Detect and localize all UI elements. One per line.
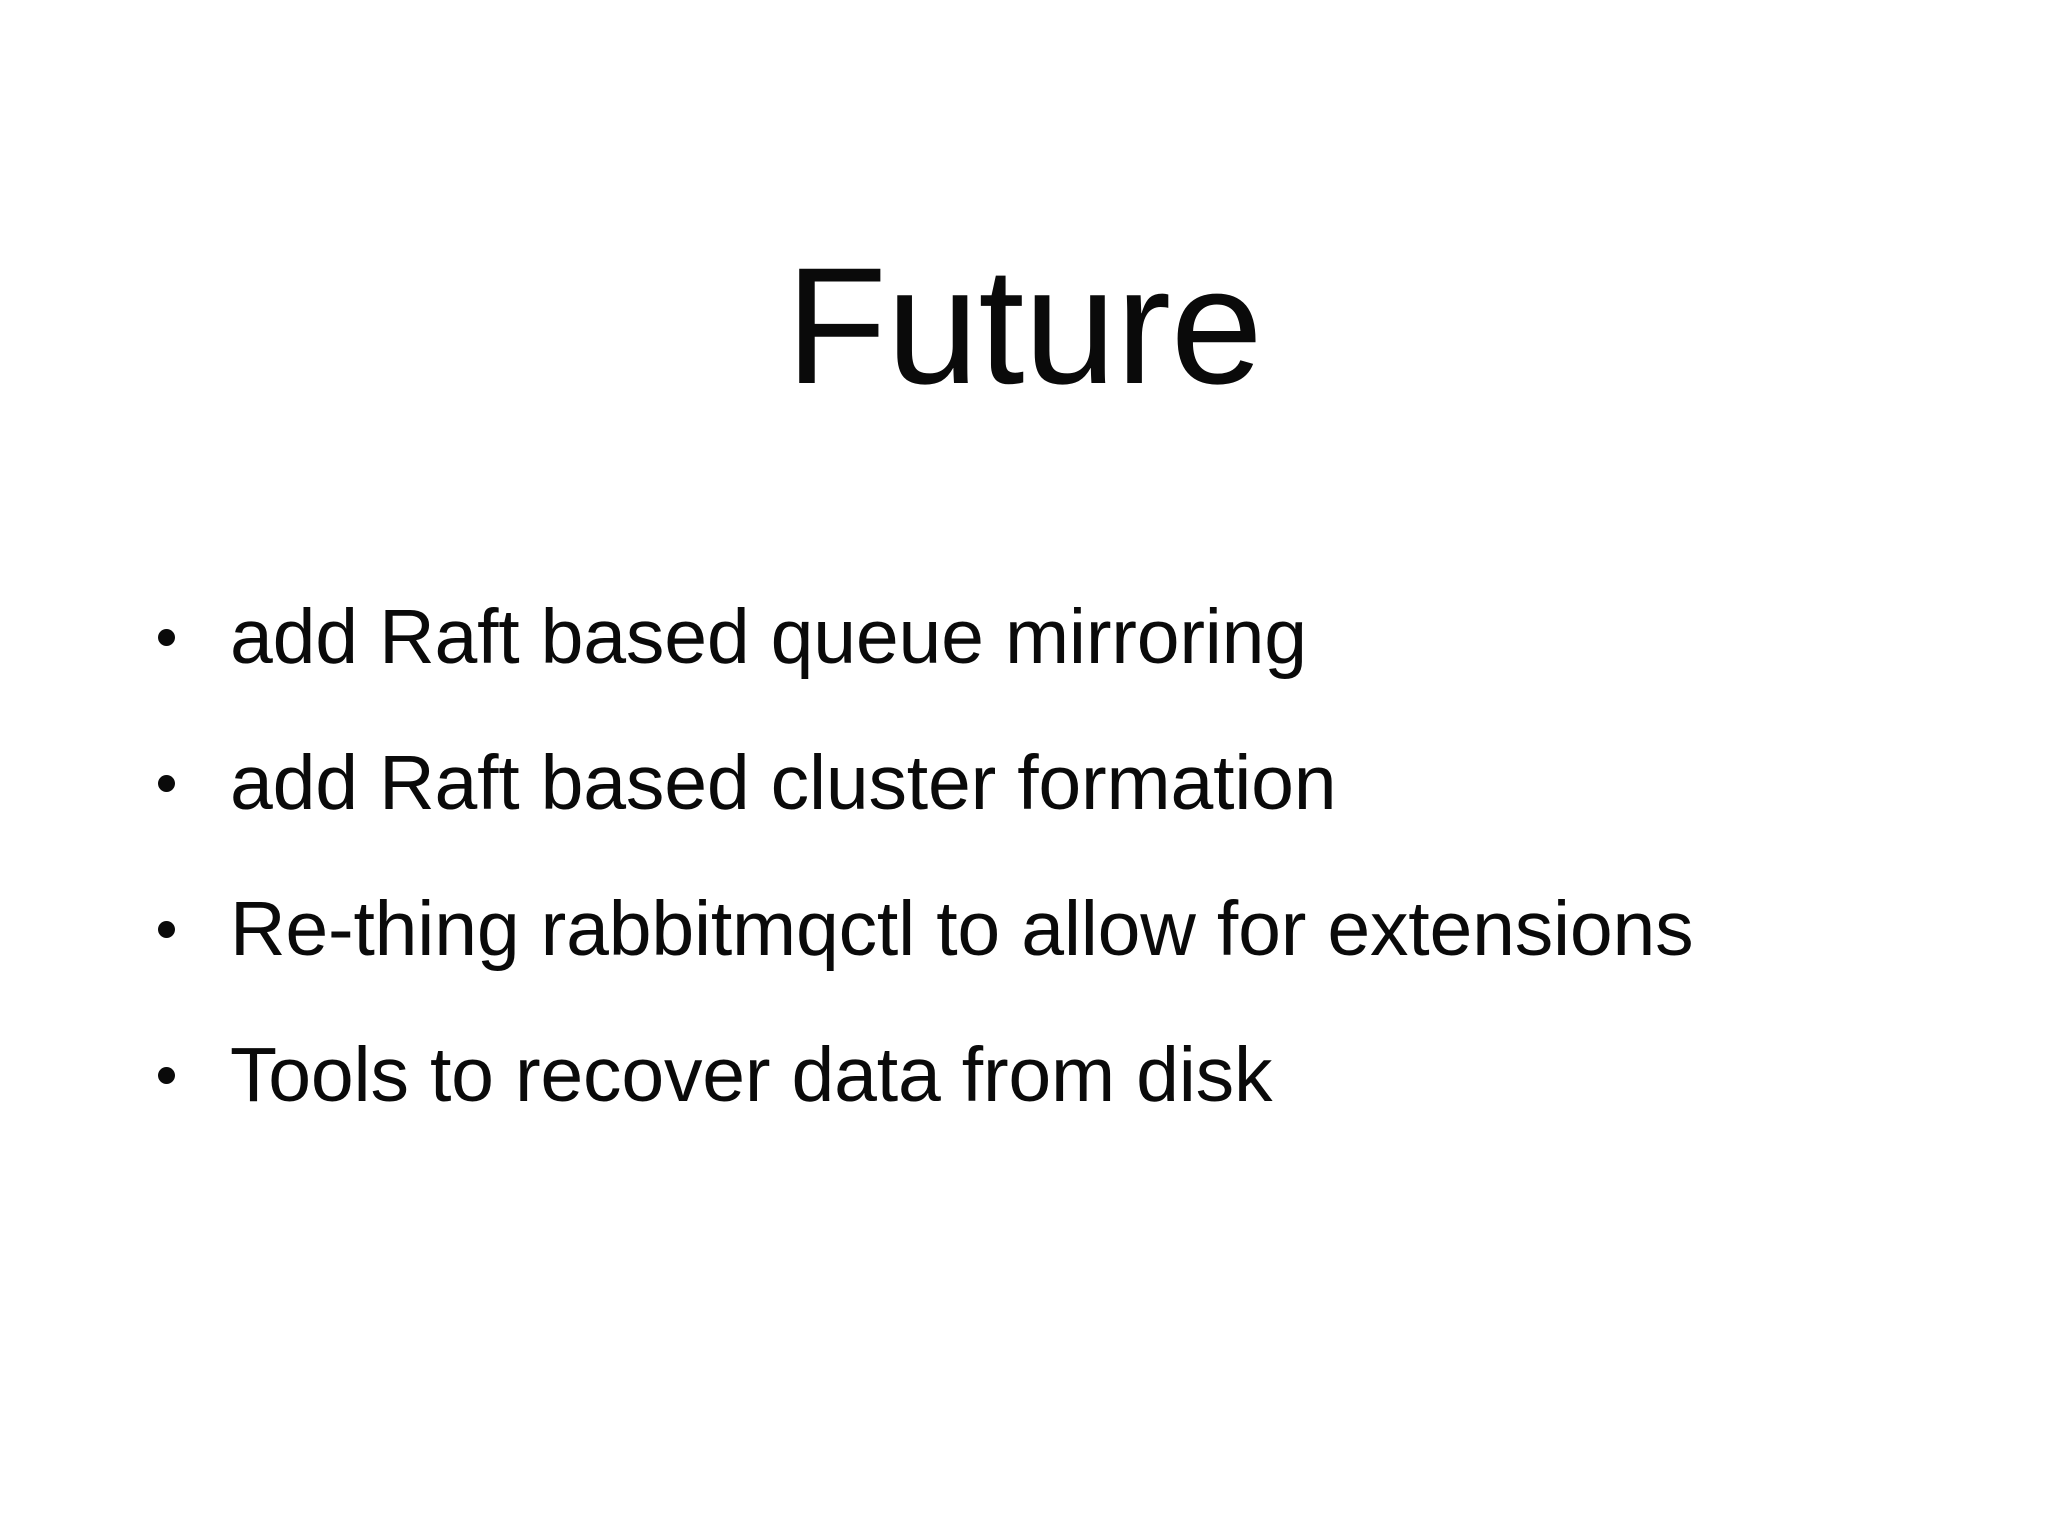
list-item: add Raft based queue mirroring <box>148 591 1928 737</box>
bullet-dot-icon <box>158 775 175 792</box>
list-item-label: add Raft based queue mirroring <box>230 594 1307 680</box>
bullet-dot-icon <box>158 921 175 938</box>
bullet-dot-icon <box>158 1067 175 1084</box>
list-item: Tools to recover data from disk <box>148 1029 1928 1175</box>
list-item-label: Tools to recover data from disk <box>230 1032 1273 1118</box>
list-item: Re-thing rabbitmqctl to allow for extens… <box>148 883 1928 1029</box>
list-item-label: Re-thing rabbitmqctl to allow for extens… <box>230 886 1694 972</box>
bullet-dot-icon <box>158 629 175 646</box>
page-title: Future <box>785 234 1263 420</box>
list-item-label: add Raft based cluster formation <box>230 740 1337 826</box>
bullet-list: add Raft based queue mirroring add Raft … <box>148 591 1928 1175</box>
list-item: add Raft based cluster formation <box>148 737 1928 883</box>
